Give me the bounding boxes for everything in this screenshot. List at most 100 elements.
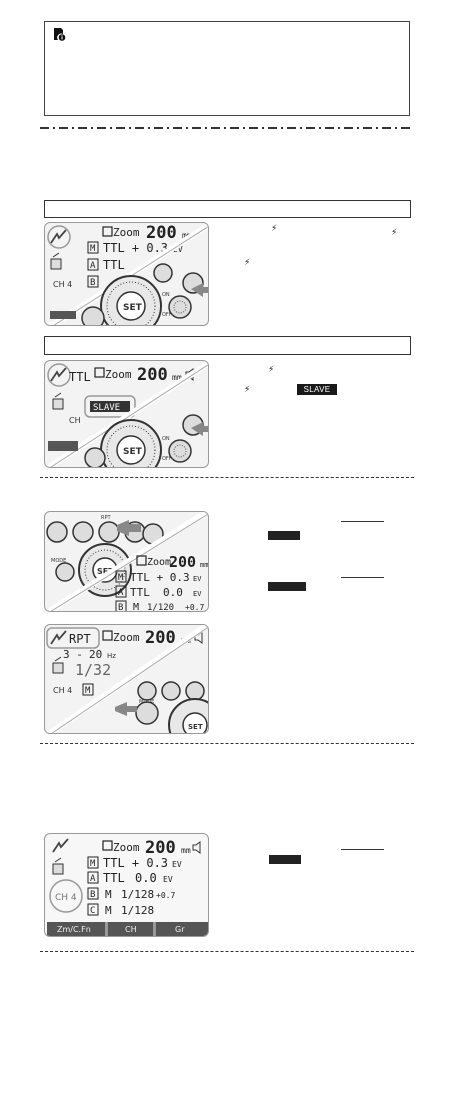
lcd-ttl: TTL xyxy=(130,586,150,599)
flash-lcd-diagram-2: TTL Zoom 200 mm CH SLAVE SET ON OFF xyxy=(44,360,209,468)
lcd-ttl-plus: TTL + 0.3 xyxy=(130,571,190,584)
pointer-arrow-icon xyxy=(117,520,141,536)
wireless-flash-icon xyxy=(50,229,67,244)
lcd-channel: CH 4 xyxy=(53,686,72,695)
power-off-label: OFF xyxy=(162,312,172,318)
lcd-slave: SLAVE xyxy=(93,403,120,413)
gr-key: Gr xyxy=(175,925,185,934)
lcd-ttl-plus: TTL + 0.3 xyxy=(103,241,168,255)
lcd-group-c: C xyxy=(90,906,95,916)
power-on-label: ON xyxy=(162,436,170,442)
lcd-ev-unit: EV xyxy=(173,245,183,254)
section-divider xyxy=(40,477,414,478)
set-button-label: SET xyxy=(123,447,143,457)
lcd-zoom-unit: mm xyxy=(172,373,182,382)
lcd-zoom-label: Zoom xyxy=(113,226,140,239)
lcd-ev-unit: EV xyxy=(172,860,182,869)
lcd-ttl: TTL xyxy=(103,258,125,272)
lcd-ttl-value: 0.0 xyxy=(163,586,183,599)
lcd-group-b: B xyxy=(90,890,95,900)
lcd-ev-unit: EV xyxy=(193,575,202,583)
set-button-label: SET xyxy=(188,723,203,731)
rpt-key-label: RPT xyxy=(101,515,111,521)
flash-icon: ⚡ xyxy=(268,365,275,375)
flash-lcd-diagram-5: Zoom 200 mm M TTL + 0.3 EV A TTL 0.0 EV … xyxy=(44,833,209,937)
lcd-ttl: TTL xyxy=(103,871,125,885)
lcd-ttl-mode: TTL xyxy=(69,370,91,384)
lcd-manual-value: 1/128 xyxy=(121,888,154,901)
lcd-zoom-label: Zoom xyxy=(105,368,132,381)
lcd-channel: CH 4 xyxy=(53,280,72,289)
slave-badge: SLAVE xyxy=(297,384,337,395)
lcd-zoom-value: 200 xyxy=(145,628,176,648)
text-rule xyxy=(341,849,384,850)
power-on-label: ON xyxy=(162,292,170,298)
ch-key: CH xyxy=(125,925,137,934)
lcd-hz-unit: Hz xyxy=(107,652,116,660)
wireless-flash-icon xyxy=(50,367,67,382)
section-header-bar xyxy=(44,200,411,218)
lcd-zoom-unit: mm xyxy=(200,561,208,569)
pointer-arrow-icon xyxy=(191,283,208,297)
lcd-zoom-value: 200 xyxy=(145,838,176,858)
set-button-label: SET xyxy=(123,303,143,313)
lcd-manual-m: M xyxy=(105,888,112,901)
note-info-icon xyxy=(54,28,66,41)
lcd-zoom-value: 200 xyxy=(137,365,168,385)
wireless-flash-icon xyxy=(52,838,69,853)
flash-lcd-diagram-4: RPT Zoom 200 mm 3 - 20 Hz 1/32 CH 4 M MO… xyxy=(44,624,209,734)
mode-key-label: MODE xyxy=(51,558,66,564)
section-header-bar xyxy=(44,336,411,355)
lcd-manual-value: 1/128 xyxy=(121,904,154,917)
lcd-manual-plus: +0.7 xyxy=(185,603,204,612)
lcd-manual-value: 1/120 xyxy=(147,603,174,612)
flash-icon: ⚡ xyxy=(391,228,398,238)
lcd-zoom-label: Zoom xyxy=(113,631,140,644)
text-rule xyxy=(341,577,384,578)
lcd-manual-m: M xyxy=(133,602,139,612)
lcd-zoom-value: 200 xyxy=(146,223,177,243)
zm-cfn-key: Zm/C.Fn xyxy=(57,925,91,934)
lcd-ev-unit: EV xyxy=(163,875,173,884)
lcd-group-m: M xyxy=(85,686,91,696)
flash-body-diagram-3: RPT MODE SET Zoom 200 mm M TTL + 0.3 EV … xyxy=(44,511,209,612)
lcd-rpt-hz-value: 20 xyxy=(89,648,102,661)
lcd-ttl-value: 0.0 xyxy=(135,871,157,885)
lcd-zoom-value: 200 xyxy=(169,553,196,571)
lcd-rpt-count: 3 - xyxy=(63,648,83,661)
text-rule xyxy=(341,521,384,522)
lcd-zoom-label: Zoom xyxy=(113,841,140,854)
lcd-group-a: A xyxy=(118,588,124,598)
flash-icon: ⚡ xyxy=(244,385,251,395)
pointer-arrow-icon xyxy=(191,422,208,436)
lcd-channel: CH xyxy=(69,416,81,425)
set-button-label: SET xyxy=(97,567,114,576)
mode-key-label: MODE xyxy=(139,699,154,705)
label-badge xyxy=(269,855,301,864)
section-divider xyxy=(40,127,414,129)
lcd-group-a: A xyxy=(90,261,96,271)
lcd-manual-m: M xyxy=(105,904,112,917)
lcd-rpt: RPT xyxy=(69,632,91,646)
label-badge xyxy=(268,582,306,591)
speaker-icon xyxy=(192,841,201,854)
lcd-group-m: M xyxy=(90,859,96,869)
power-off-label: OFF xyxy=(162,456,172,462)
lcd-rpt-power: 1/32 xyxy=(75,661,111,679)
lcd-manual-plus: +0.7 xyxy=(156,891,175,900)
lcd-channel: CH 4 xyxy=(55,893,77,903)
lcd-group-m: M xyxy=(118,573,124,583)
flash-lcd-diagram-1: Zoom 200 mm M TTL + 0.3 EV A TTL B CH 4 … xyxy=(44,222,209,326)
label-badge xyxy=(268,531,300,540)
lcd-zoom-unit: mm xyxy=(181,846,191,855)
wireless-flash-icon xyxy=(50,630,67,645)
lcd-group-b: B xyxy=(118,603,123,612)
section-divider xyxy=(40,951,414,952)
section-divider xyxy=(40,743,414,744)
lcd-ev-unit: EV xyxy=(193,590,202,598)
pointer-arrow-icon xyxy=(115,702,137,716)
lcd-group-a: A xyxy=(90,874,96,884)
lcd-group-m: M xyxy=(90,244,96,254)
flash-icon: ⚡ xyxy=(244,258,251,268)
lcd-zoom-unit: mm xyxy=(182,231,192,240)
